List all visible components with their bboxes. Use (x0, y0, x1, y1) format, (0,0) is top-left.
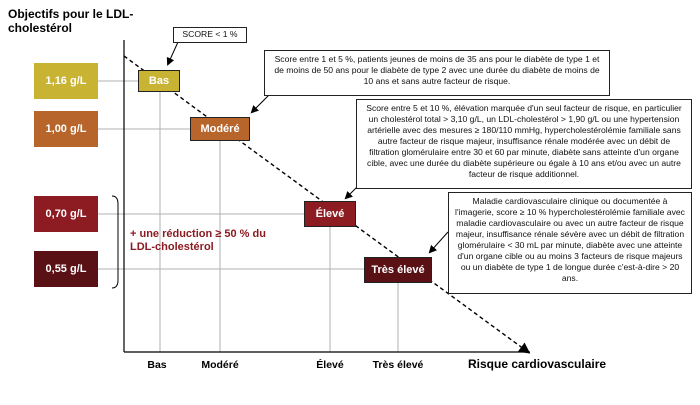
x-axis-title: Risque cardiovasculaire (468, 357, 607, 371)
x-tick-eleve: Élevé (316, 359, 344, 371)
x-tick-modere: Modéré (201, 359, 239, 371)
arrow-note-tres-eleve (428, 231, 449, 254)
note-modere: Score entre 1 et 5 %, patients jeunes de… (264, 50, 610, 96)
note-eleve: Score entre 5 et 10 %, élévation marquée… (356, 99, 692, 189)
target-070: 0,70 g/L (34, 196, 98, 232)
target-055: 0,55 g/L (34, 251, 98, 287)
level-modere: Modéré (190, 117, 250, 141)
note-bas: SCORE < 1 % (173, 27, 247, 43)
target-116: 1,16 g/L (34, 63, 98, 99)
y-axis-title: Objectifs pour le LDL-cholestérol (8, 7, 134, 35)
level-tres-eleve: Très élevé (364, 257, 432, 283)
reduction-note: + une réduction ≥ 50 % du LDL-cholestéro… (130, 228, 266, 253)
reduction-bracket (111, 195, 119, 289)
target-100: 1,00 g/L (34, 111, 98, 147)
x-tick-bas: Bas (147, 359, 167, 371)
level-bas: Bas (138, 70, 180, 92)
x-tick-tres-eleve: Très élevé (372, 359, 424, 371)
note-tres-eleve: Maladie cardiovasculaire clinique ou doc… (448, 192, 692, 294)
level-eleve: Élevé (304, 201, 356, 227)
arrow-note-bas (166, 41, 179, 66)
